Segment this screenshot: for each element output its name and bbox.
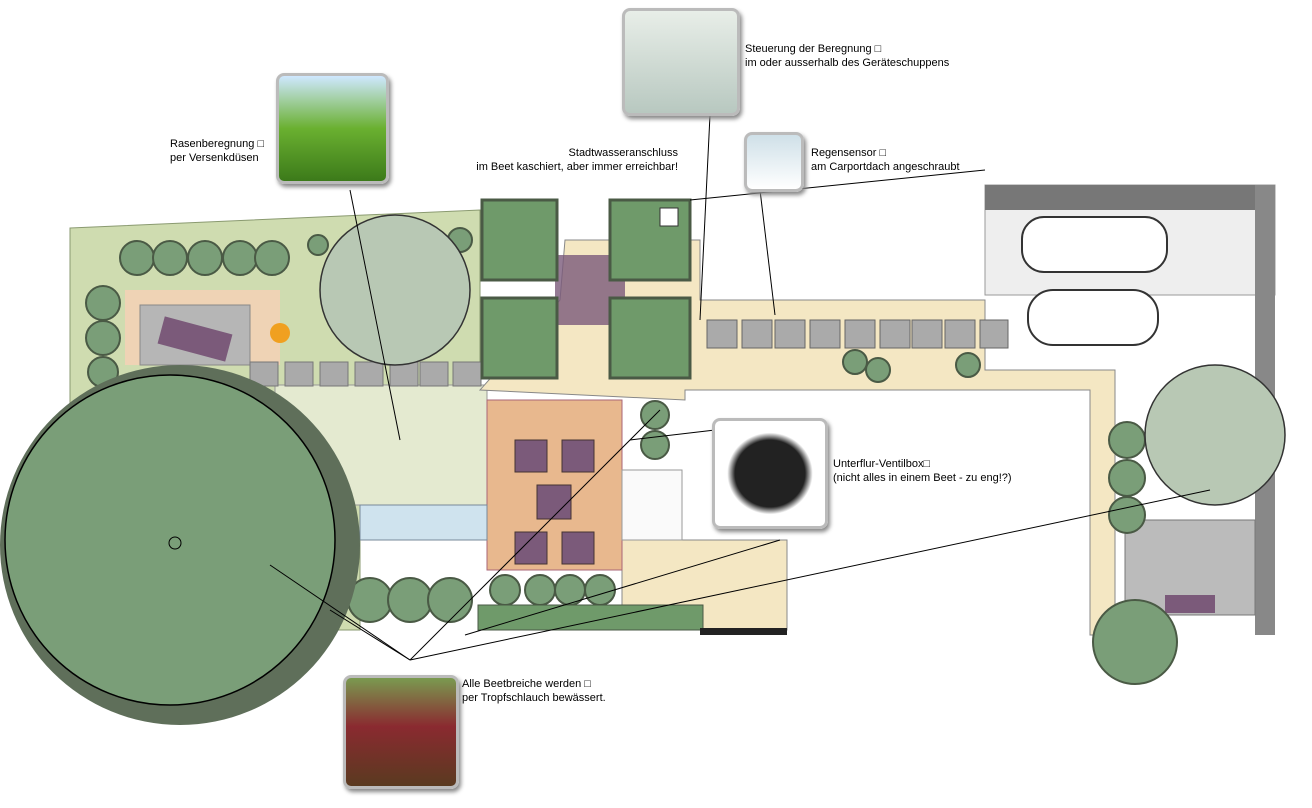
water-label: Stadtwasseranschluss im Beet kaschiert, … — [440, 146, 678, 174]
valvebox-label: Unterflur-Ventilbox□ (nicht alles in ein… — [833, 457, 1012, 485]
tree-right — [1144, 364, 1286, 506]
controller-label: Steuerung der Beregnung □ im oder ausser… — [745, 42, 949, 70]
water-label-line2: im Beet kaschiert, aber immer erreichbar… — [476, 161, 678, 173]
lawn-label-line1: Rasenberegnung □ — [170, 138, 265, 150]
water-connection — [659, 207, 679, 227]
carport-roof-edge — [985, 185, 1275, 210]
path-pavers — [706, 319, 1009, 349]
drip-hose-photo — [343, 675, 459, 789]
lawn-label-line2: per Versenkdüsen — [170, 152, 259, 164]
lounger — [157, 316, 233, 362]
drip-label: Alle Beetbreiche werden □ per Tropfschla… — [462, 677, 606, 705]
valvebox-label-line1: Unterflur-Ventilbox□ — [833, 458, 931, 470]
rain-sensor-label: Regensensor □ am Carportdach angeschraub… — [811, 146, 960, 174]
pop-up-sprinkler-photo — [276, 73, 389, 184]
bench — [1165, 595, 1215, 613]
car — [1021, 216, 1168, 346]
controller-label-line2: im oder ausserhalb des Geräteschuppens — [745, 57, 950, 69]
tree-top — [319, 214, 471, 366]
bottom-bed — [477, 604, 704, 631]
pond — [359, 504, 488, 541]
deck-furniture — [514, 439, 595, 565]
fire-pit — [270, 323, 290, 343]
valvebox-label-line2: (nicht alles in einem Beet - zu eng!?) — [833, 472, 1012, 484]
stairs — [621, 469, 683, 541]
wall — [700, 628, 787, 635]
stepping-stones — [249, 361, 482, 387]
drip-label-line1: Alle Beetbreiche werden □ — [462, 678, 591, 690]
water-label-line1: Stadtwasseranschluss — [568, 147, 678, 159]
leader-lines — [269, 114, 1211, 661]
valve-box-photo — [712, 418, 828, 529]
rain-sensor-label-line2: am Carportdach angeschraubt — [811, 161, 960, 173]
rain-sensor-label-line1: Regensensor □ — [811, 147, 887, 159]
drip-label-line2: per Tropfschlauch bewässert. — [462, 692, 606, 704]
tree-bottom-right — [1092, 599, 1178, 685]
irrigation-controller-photo — [622, 8, 740, 116]
lawn-label: Rasenberegnung □ per Versenkdüsen — [170, 137, 264, 165]
controller-label-line1: Steuerung der Beregnung □ — [745, 43, 882, 55]
rain-sensor-photo — [744, 132, 804, 192]
